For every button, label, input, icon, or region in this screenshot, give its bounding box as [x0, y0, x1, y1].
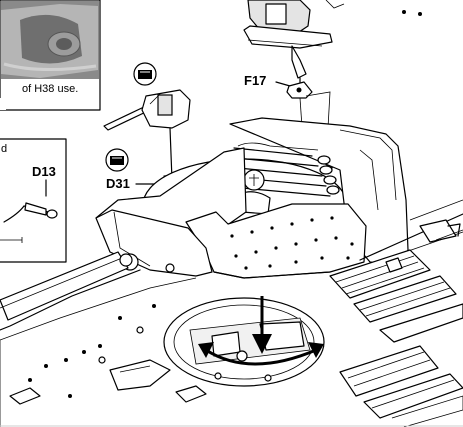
small-machine-gun [103, 89, 191, 181]
hull-deck [0, 199, 463, 427]
rotation-arrow [198, 342, 324, 366]
turret-ring-opening [163, 297, 325, 387]
left-inset-caption: d [1, 143, 7, 155]
install-down-arrow [252, 296, 272, 354]
turret [0, 117, 409, 321]
part-label-f17: F17 [244, 73, 266, 88]
turret-cheek-armour [185, 203, 367, 279]
gun-placement-line [169, 127, 173, 181]
armour-rivets [230, 216, 354, 270]
part-label-d31: D31 [106, 176, 130, 191]
inset-caption-line1: of H38 use. [22, 83, 78, 95]
upper-machine-gun [243, 0, 422, 87]
loader-icon-d31 [105, 148, 129, 172]
d13-part [24, 202, 47, 216]
part-label-d13: D13 [32, 164, 56, 179]
top-left-inset: of H38 use. [0, 0, 101, 111]
left-inset: d D13 [0, 138, 67, 263]
left-inset-frame [0, 138, 67, 263]
f17-leader [275, 81, 291, 87]
engine-grilles [329, 219, 463, 427]
loader-icon-top [133, 62, 157, 86]
